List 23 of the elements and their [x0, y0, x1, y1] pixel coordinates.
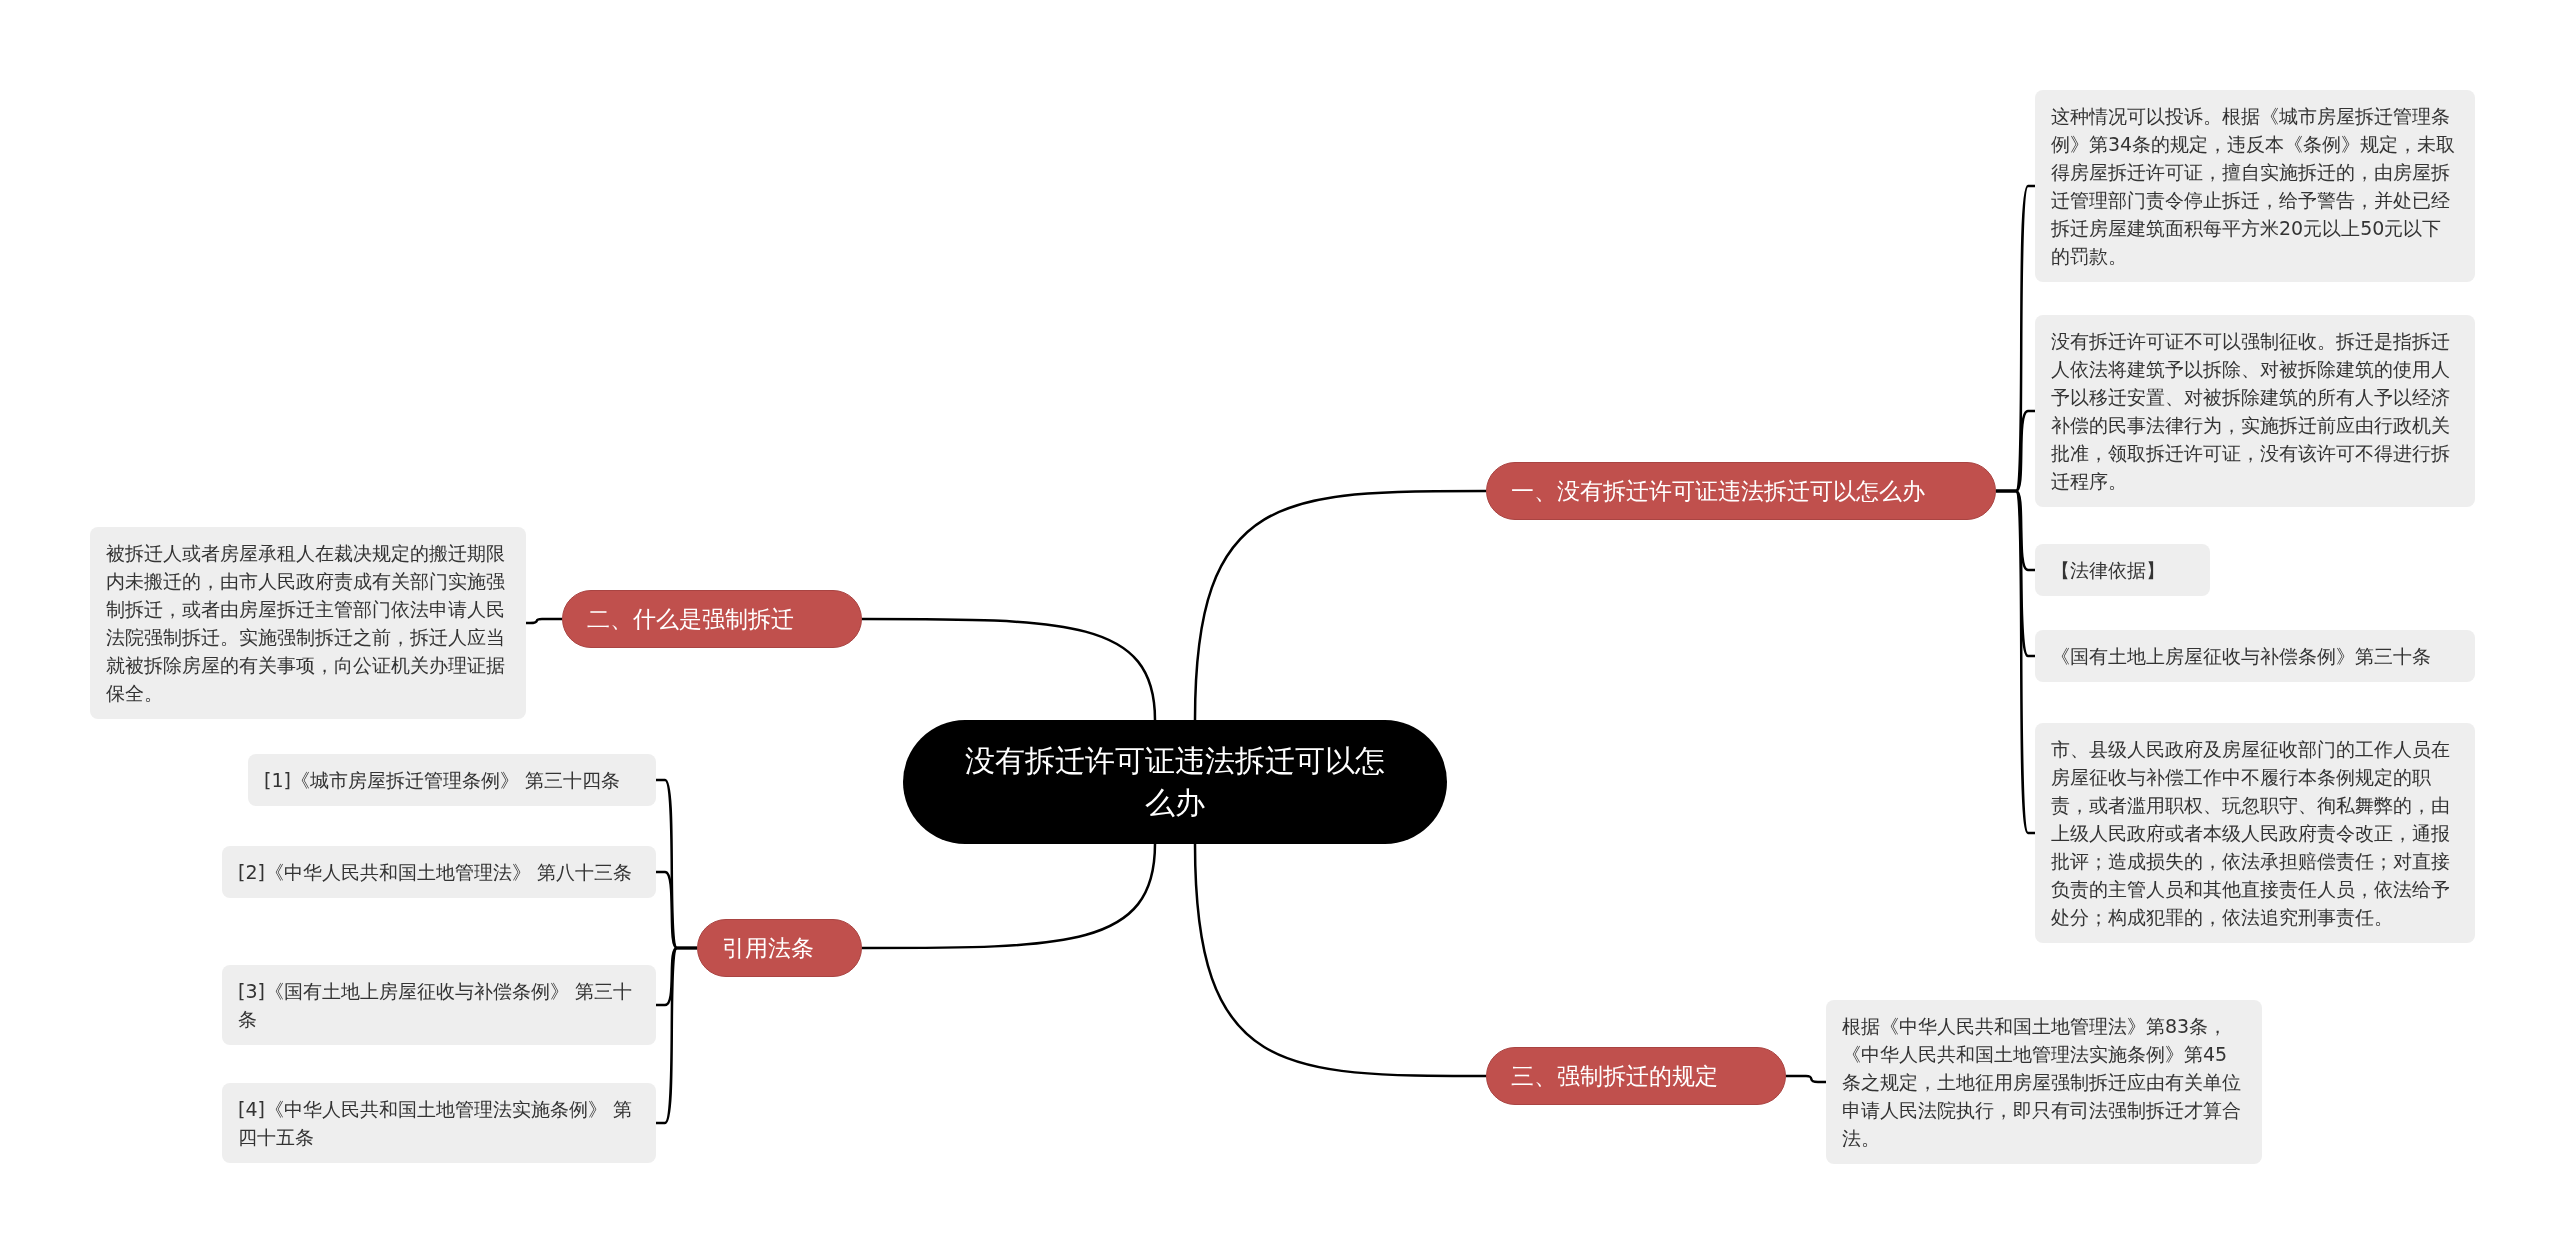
- note-card: 【法律依据】: [2035, 544, 2210, 596]
- connector-line: [1193, 489, 1486, 721]
- note-card: 没有拆迁许可证不可以强制征收。拆迁是指拆迁人依法将建筑予以拆除、对被拆除建筑的使用人予以移迁安置、对被拆除建筑的所有人予以经济补偿的民事法律行为，实施拆迁前应由行政机关批准，领取拆迁许可证，没有该许可不得进行拆迁程序。: [2035, 315, 2475, 507]
- note-card: 市、县级人民政府及房屋征收部门的工作人员在房屋征收与补偿工作中不履行本条例规定的职责，或者滥用职权、玩忽职守、徇私舞弊的，由上级人民政府或者本级人民政府责令改正，通报批评；造成损失的，依法承担赔偿责任；对直接负责的主管人员和其他直接责任人员，依法给予处分；构成犯罪的，依法追究刑事责任。: [2035, 723, 2475, 943]
- branch-topic: 一、没有拆迁许可证违法拆迁可以怎么办: [1486, 462, 1996, 520]
- branch-topic: 二、什么是强制拆迁: [562, 590, 862, 648]
- connector-line: [526, 617, 562, 625]
- branch-topic: 三、强制拆迁的规定: [1486, 1047, 1786, 1105]
- note-card: [4]《中华人民共和国土地管理法实施条例》 第四十五条: [222, 1083, 656, 1163]
- note-card: 被拆迁人或者房屋承租人在裁决规定的搬迁期限内未搬迁的，由市人民政府责成有关部门实施强制拆迁，或者由房屋拆迁主管部门依法申请人民法院强制拆迁。实施强制拆迁之前，拆迁人应当就被拆除房屋的有关事项，向公证机关办理证据保全。: [90, 527, 526, 719]
- note-card: 这种情况可以投诉。根据《城市房屋拆迁管理条例》第34条的规定，违反本《条例》规定，未取得房屋拆迁许可证，擅自实施拆迁的，由房屋拆迁管理部门责令停止拆迁，给予警告，并处已经拆迁房屋建筑面积每平方米20元以上50元以下的罚款。: [2035, 90, 2475, 282]
- connector-line: [862, 617, 1157, 721]
- note-card: [2]《中华人民共和国土地管理法》 第八十三条: [222, 846, 656, 898]
- note-card: 根据《中华人民共和国土地管理法》第83条，《中华人民共和国土地管理法实施条例》第45条之规定，土地征用房屋强制拆迁应由有关单位申请人民法院执行，即只有司法强制拆迁才算合法。: [1826, 1000, 2262, 1164]
- note-card: [1]《城市房屋拆迁管理条例》 第三十四条: [248, 754, 656, 806]
- branch-topic: 引用法条: [697, 919, 862, 977]
- connector-line: [862, 843, 1157, 950]
- note-card: [3]《国有土地上房屋征收与补偿条例》 第三十条: [222, 965, 656, 1045]
- connector-line: [1996, 489, 2035, 835]
- connector-line: [1193, 843, 1486, 1078]
- central-topic: 没有拆迁许可证违法拆迁可以怎么办: [903, 720, 1447, 844]
- note-card: 《国有土地上房屋征收与补偿条例》第三十条: [2035, 630, 2475, 682]
- connector-line: [1786, 1074, 1826, 1084]
